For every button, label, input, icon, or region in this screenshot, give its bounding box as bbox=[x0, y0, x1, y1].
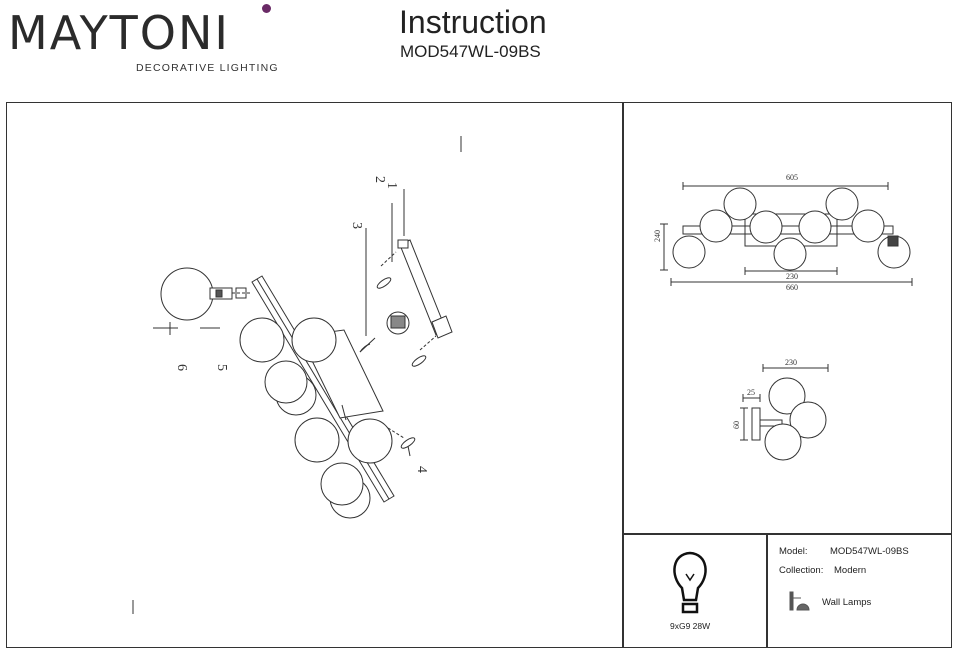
callout-2: 2 bbox=[372, 176, 387, 183]
dim-front-240: 240 bbox=[653, 230, 662, 242]
assembly-diagram bbox=[132, 136, 462, 614]
dim-front-230: 230 bbox=[786, 272, 798, 281]
bulb-spec: 9xG9 28W bbox=[670, 621, 711, 631]
side-view-drawing bbox=[740, 364, 829, 461]
front-view-drawing bbox=[660, 182, 913, 286]
spec-divider bbox=[766, 533, 768, 648]
bulb-icon bbox=[673, 551, 707, 614]
dim-front-605: 605 bbox=[786, 173, 798, 182]
drawing-frame bbox=[6, 102, 952, 648]
glass-globe bbox=[160, 267, 214, 321]
model-label: Model: bbox=[779, 546, 808, 557]
callout-1: 1 bbox=[384, 182, 399, 189]
frame-divider-horizontal bbox=[622, 533, 952, 535]
brand-name: MAYTONI bbox=[8, 6, 230, 60]
collection-label: Collection: bbox=[779, 565, 824, 576]
dim-side-60: 60 bbox=[732, 421, 741, 429]
model-value: MOD547WL-09BS bbox=[830, 546, 909, 557]
collection-value: Modern bbox=[834, 565, 867, 576]
callout-3: 3 bbox=[349, 222, 364, 229]
dim-side-230: 230 bbox=[785, 358, 797, 367]
dim-side-25: 25 bbox=[747, 388, 755, 397]
lamp-type-label: Wall Lamps bbox=[822, 597, 872, 608]
page-title: Instruction bbox=[399, 4, 547, 40]
logo-dot bbox=[262, 4, 271, 13]
callout-4: 4 bbox=[414, 466, 429, 473]
callout-6: 6 bbox=[174, 364, 189, 371]
brand-logo: MAYTONI DECORATIVE LIGHTING bbox=[8, 10, 279, 74]
callout-5: 5 bbox=[214, 364, 229, 371]
model-code-heading: MOD547WL-09BS bbox=[400, 42, 541, 61]
frame-divider-vertical bbox=[622, 102, 624, 648]
wall-lamp-icon bbox=[789, 591, 810, 611]
brand-tagline: DECORATIVE LIGHTING bbox=[136, 62, 279, 74]
dim-front-660: 660 bbox=[786, 283, 798, 292]
